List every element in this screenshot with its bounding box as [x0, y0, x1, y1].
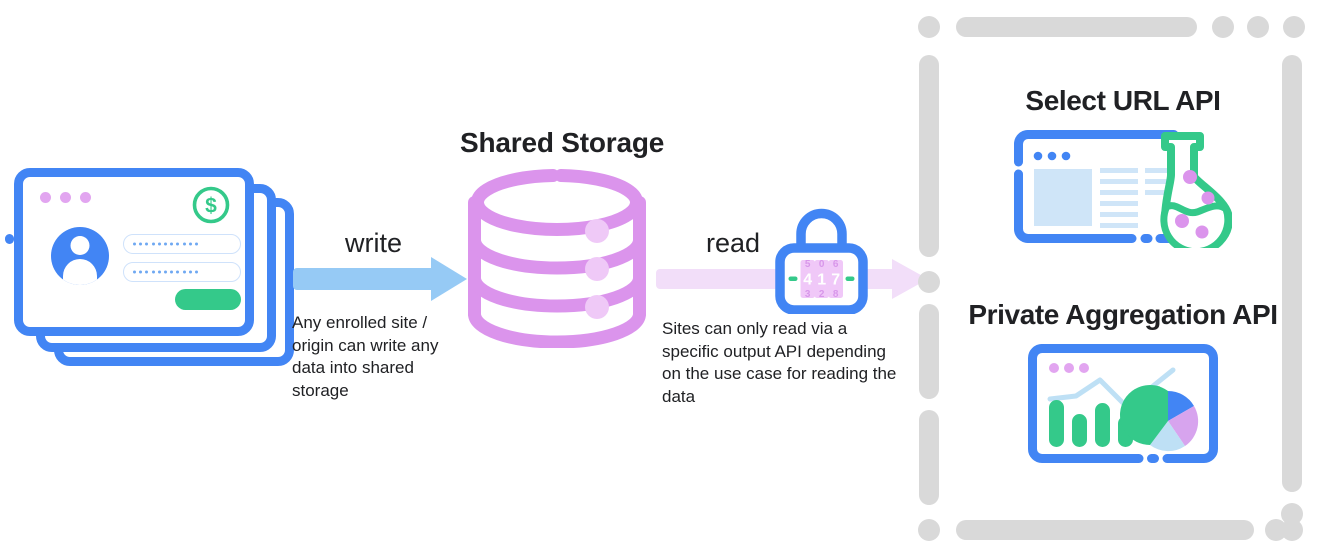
titlebar-dots: [1033, 151, 1071, 161]
border-dot-bottom-left: [918, 519, 940, 541]
window-edge-dot: [5, 234, 14, 244]
svg-text:0: 0: [819, 259, 825, 270]
flask-dots: [1175, 170, 1215, 239]
border-dot-left-mid: [918, 271, 940, 293]
svg-text:2: 2: [819, 289, 825, 300]
border-dot-top-1: [918, 16, 940, 38]
border-dot-top-3: [1247, 16, 1269, 38]
border-dash-right: [1282, 55, 1302, 492]
browser-with-flask-icon: [918, 130, 1328, 248]
border-dash-left-1: [919, 55, 939, 257]
border-dot-bottom-1: [1265, 519, 1287, 541]
window-layer-front: $: [14, 168, 254, 336]
svg-text:4: 4: [803, 272, 812, 289]
submit-button[interactable]: [175, 289, 241, 310]
border-dot-top-4: [1283, 16, 1305, 38]
output-api-card-private-aggregation[interactable]: Private Aggregation API: [918, 298, 1328, 469]
border-dash-left-3: [919, 410, 939, 505]
dashed-output-apis-panel: Select URL API: [918, 6, 1328, 549]
border-dash-bottom: [956, 520, 1254, 540]
password-field-1[interactable]: [123, 234, 241, 254]
select-url-api-title: Select URL API: [1025, 85, 1221, 116]
read-label: read: [706, 228, 761, 258]
browser-windows-stack-icon: $: [5, 168, 294, 368]
dollar-coin-icon: $: [192, 186, 230, 224]
svg-text:7: 7: [831, 272, 840, 289]
write-arrow-right-icon: [293, 257, 467, 301]
bar-series: [1049, 400, 1133, 447]
titlebar-dots: [1049, 363, 1089, 373]
window-titlebar-dots: [40, 192, 91, 203]
svg-text:6: 6: [833, 259, 839, 270]
lock-dash-right: [845, 276, 855, 281]
content-image-block: [1034, 169, 1092, 226]
database-cylinder-icon: [468, 169, 646, 348]
storage-dot-1: [585, 219, 609, 243]
write-caption: Any enrolled site / origin can write any…: [292, 313, 439, 400]
border-dash-left-2: [919, 304, 939, 399]
browser-with-charts-icon: [918, 344, 1328, 469]
svg-text:$: $: [205, 195, 217, 218]
lock-dash-left: [788, 276, 798, 281]
user-avatar-icon: [51, 227, 109, 285]
svg-text:8: 8: [833, 289, 839, 300]
storage-dot-2: [585, 257, 609, 281]
output-api-card-select-url[interactable]: Select URL API: [918, 84, 1328, 248]
svg-text:5: 5: [805, 259, 811, 270]
storage-dot-3: [585, 295, 609, 319]
border-dash-top: [956, 17, 1197, 37]
svg-text:3: 3: [805, 289, 811, 300]
shared-storage-title: Shared Storage: [460, 127, 665, 158]
border-dot-top-2: [1212, 16, 1234, 38]
flask-icon: [1160, 132, 1232, 248]
border-dot-right-2: [1281, 519, 1303, 541]
read-caption: Sites can only read via a specific outpu…: [662, 319, 897, 406]
pie-chart: [1120, 385, 1199, 452]
svg-text:1: 1: [817, 272, 826, 289]
content-text-lines: [1100, 168, 1179, 228]
write-label: write: [345, 228, 403, 258]
password-field-2[interactable]: [123, 262, 241, 282]
private-aggregation-api-title: Private Aggregation API: [968, 299, 1278, 330]
